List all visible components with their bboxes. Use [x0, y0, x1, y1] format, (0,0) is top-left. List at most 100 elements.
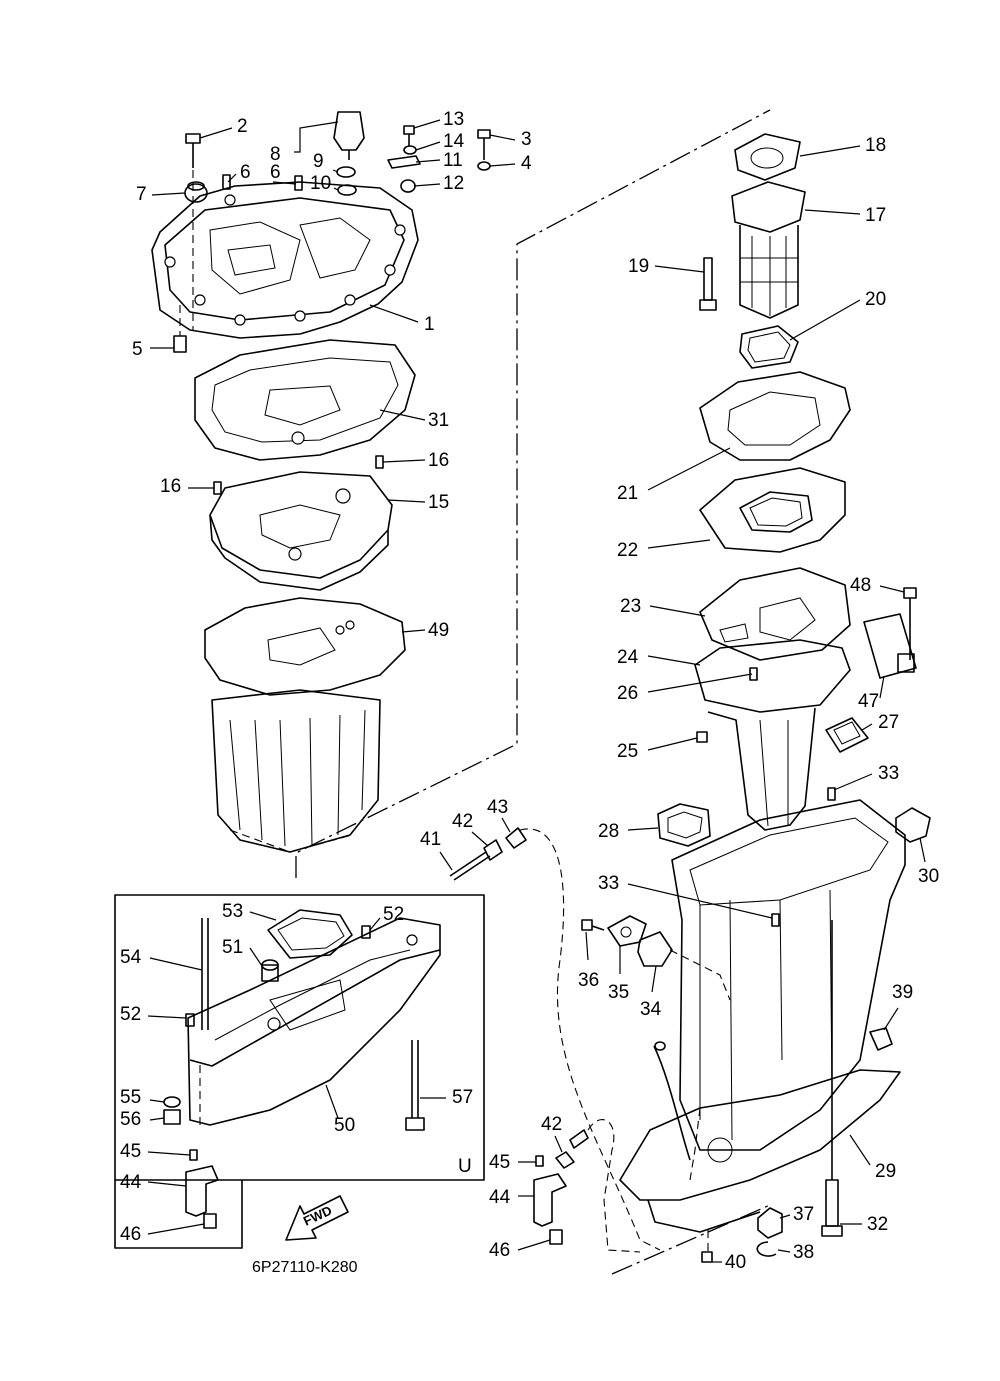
callout-leaders	[147, 119, 926, 1263]
leader-line-8	[294, 121, 339, 153]
part-37-38-40-hardware	[701, 1207, 783, 1263]
callout-2: 2	[237, 116, 248, 137]
callout-22: 22	[617, 540, 638, 561]
leader-line-7	[151, 192, 186, 196]
callout-42: 42	[452, 811, 473, 832]
callout-39: 39	[892, 982, 913, 1003]
callout-15: 15	[428, 492, 449, 513]
leader-line-42	[471, 831, 489, 847]
callout-32: 32	[867, 1214, 888, 1235]
callout-44: 44	[120, 1172, 142, 1193]
leader-line-46	[517, 1239, 551, 1251]
leader-line-53	[249, 911, 277, 921]
leader-line-36	[585, 931, 589, 961]
section-divider-line	[295, 109, 771, 878]
part-24-exhaust-housing	[694, 639, 851, 831]
leader-line-18	[799, 145, 861, 157]
part-21-gasket	[699, 371, 851, 461]
callout-33: 33	[598, 873, 619, 894]
leader-line-21	[647, 447, 731, 491]
callout-49: 49	[428, 620, 449, 641]
callout-5: 5	[132, 339, 143, 360]
inset-frame-extension	[114, 1180, 243, 1249]
leader-line-54	[149, 957, 203, 971]
part-22-gasket	[699, 467, 846, 553]
leader-line-20	[789, 299, 861, 341]
leader-line-56	[149, 1117, 165, 1121]
part-27-mount	[825, 717, 869, 753]
part-32-bolt	[821, 920, 843, 1237]
part-28-seal	[657, 803, 711, 847]
callout-35: 35	[608, 982, 629, 1003]
callout-23: 23	[620, 596, 641, 617]
callout-45: 45	[120, 1141, 141, 1162]
callout-42: 42	[541, 1114, 562, 1135]
leader-line-37	[779, 1214, 791, 1219]
callout-38: 38	[793, 1242, 814, 1263]
leader-line-22	[647, 539, 711, 549]
callout-6: 6	[270, 162, 281, 183]
callout-7: 7	[136, 184, 147, 205]
leader-line-48	[879, 585, 905, 593]
callout-56: 56	[120, 1109, 141, 1130]
callout-50: 50	[334, 1115, 355, 1136]
section-divider-line-lower	[611, 1204, 771, 1275]
leader-line-1	[369, 304, 419, 323]
callout-11: 11	[443, 150, 463, 171]
part-50-exhaust-extension	[187, 917, 441, 1126]
leader-line-14	[415, 141, 441, 151]
callout-12: 12	[443, 173, 464, 194]
leader-line-49	[401, 629, 426, 633]
leader-line-33	[627, 883, 773, 919]
leader-line-10	[333, 187, 339, 191]
leader-line-27	[861, 723, 873, 731]
leader-line-6	[272, 181, 297, 185]
leader-line-55	[149, 1099, 165, 1103]
leader-line-4	[489, 163, 516, 167]
part-52-pins	[185, 925, 371, 1027]
callout-57: 57	[452, 1087, 473, 1108]
callout-4: 4	[521, 153, 532, 174]
callout-34: 34	[640, 999, 662, 1020]
leader-line-3	[489, 134, 516, 141]
leader-line-39	[883, 1007, 899, 1031]
callout-6: 6	[240, 162, 251, 183]
part-47-plate	[863, 613, 917, 679]
diagram-code-label: 6P27110-K280	[252, 1259, 358, 1276]
callout-41: 41	[420, 829, 441, 850]
part-18-gasket	[734, 133, 801, 181]
part-23-plate	[699, 567, 851, 661]
leader-line-16	[382, 459, 426, 463]
leader-line-31	[379, 409, 426, 421]
part-31-gasket	[194, 339, 416, 461]
leader-line-52	[147, 1015, 187, 1019]
leader-line-28	[627, 827, 659, 831]
callout-26: 26	[617, 683, 638, 704]
leader-line-50	[325, 1084, 339, 1119]
part-20-seal	[739, 325, 799, 369]
part-39-grommet	[869, 1027, 893, 1051]
callout-17: 17	[865, 205, 886, 226]
callout-51: 51	[222, 937, 243, 958]
leader-line-52	[369, 917, 381, 931]
callout-10: 10	[310, 173, 331, 194]
callout-44: 44	[489, 1187, 511, 1208]
callout-52: 52	[383, 904, 404, 925]
leader-line-44	[147, 1181, 187, 1187]
leader-line-45	[147, 1151, 191, 1156]
part-44-45-46-right-bracket	[533, 1119, 641, 1253]
leader-line-19	[654, 265, 705, 273]
callout-3: 3	[521, 129, 532, 150]
leader-line-2	[199, 127, 233, 139]
callout-45: 45	[489, 1152, 510, 1173]
part-57-bolt	[405, 1040, 425, 1131]
leader-line-41	[439, 851, 453, 871]
callout-33: 33	[878, 763, 899, 784]
part-49-gasket	[204, 597, 406, 696]
leader-line-43	[501, 817, 511, 833]
leader-line-46	[147, 1223, 205, 1235]
part-53-seal	[267, 909, 353, 959]
part-1-upper-casing	[151, 181, 419, 339]
